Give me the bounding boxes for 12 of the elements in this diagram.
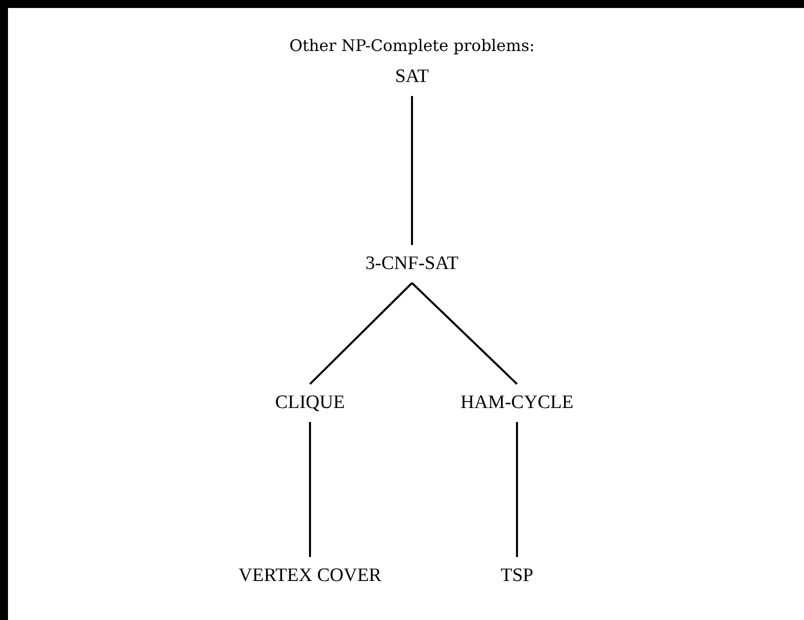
connector-line [309, 422, 311, 557]
connector-line [411, 96, 413, 245]
connector-line [309, 282, 413, 385]
problem-label: SAT [391, 58, 433, 96]
diagram-title: Other NP-Complete problems: [289, 36, 535, 55]
problem-label: VERTEX COVER [234, 557, 386, 595]
problem-label: CLIQUE [271, 384, 349, 422]
problem-label: TSP [496, 557, 538, 595]
problem-label: 3-CNF-SAT [362, 245, 462, 283]
connector-line [516, 422, 518, 557]
connector-line [411, 282, 518, 385]
problem-label: HAM-CYCLE [456, 384, 578, 422]
